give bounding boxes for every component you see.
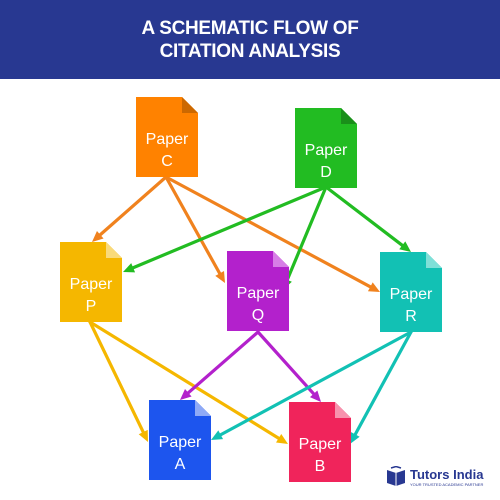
edge-line [256,330,316,396]
paper-label: Paper [146,131,189,148]
page-fold-icon [195,400,211,416]
book-crest-icon [387,466,405,486]
edge-line [131,185,328,270]
page-fold-icon [335,402,351,418]
arrowhead-icon [92,230,104,242]
page-fold-icon [182,97,198,113]
paper-letter: P [86,298,97,315]
edge-c-to-p [92,175,168,242]
edge-line [98,175,168,237]
edge-q-to-b [256,330,321,402]
paper-letter: R [405,308,417,325]
logo-tagline: YOUR TRUSTED ACADEMIC PARTNER [410,481,484,487]
paper-letter: C [161,153,173,170]
edge-line [353,330,413,436]
document-icon [149,400,211,480]
paper-letter: Q [252,307,264,324]
nodes-layer: PaperCPaperDPaperPPaperQPaperRPaperAPape… [60,97,442,482]
document-icon [60,242,122,322]
arrowhead-icon [350,431,360,444]
edge-d-to-r [324,185,411,252]
arrowhead-icon [123,263,136,273]
paper-letter: B [315,458,326,475]
edge-line [324,185,404,247]
edge-line [88,320,145,434]
paper-letter: A [175,456,186,473]
arrowhead-icon [367,282,380,292]
page-fold-icon [106,242,122,258]
document-icon [227,251,289,331]
document-icon [380,252,442,332]
edges-layer [88,175,413,444]
paper-label: Paper [70,276,113,293]
tutors-india-logo: Tutors India YOUR TRUSTED ACADEMIC PARTN… [385,462,493,492]
edge-d-to-p [123,185,328,273]
edge-r-to-b [350,330,413,444]
document-icon [136,97,198,177]
paper-label: Paper [390,286,433,303]
arrowhead-icon [215,270,225,283]
edge-c-to-r [164,175,380,292]
edge-line [164,175,372,289]
page-fold-icon [426,252,442,268]
title-banner: A SCHEMATIC FLOW OF CITATION ANALYSIS [0,0,500,79]
paper-letter: D [320,164,332,181]
document-icon [295,108,357,188]
logo-name: Tutors India [410,466,484,482]
title-line-1: A SCHEMATIC FLOW OF [141,17,359,39]
arrowhead-icon [399,241,411,252]
paper-label: Paper [305,142,348,159]
edge-line [186,330,260,395]
edge-c-to-q [164,175,225,283]
document-icon [289,402,351,482]
arrowhead-icon [180,389,192,400]
arrowhead-icon [138,429,148,442]
edge-line [164,175,222,275]
paper-label: Paper [237,285,280,302]
edge-line [219,330,413,437]
paper-label: Paper [159,434,202,451]
paper-label: Paper [299,436,342,453]
page-fold-icon [273,251,289,267]
edge-p-to-a [88,320,148,442]
edge-r-to-a [211,330,413,440]
arrowhead-icon [211,430,224,440]
page-fold-icon [341,108,357,124]
arrowhead-icon [309,390,321,402]
title-line-2: CITATION ANALYSIS [159,40,341,62]
arrowhead-icon [276,433,288,444]
edge-q-to-a [180,330,260,400]
edge-line [285,185,328,282]
